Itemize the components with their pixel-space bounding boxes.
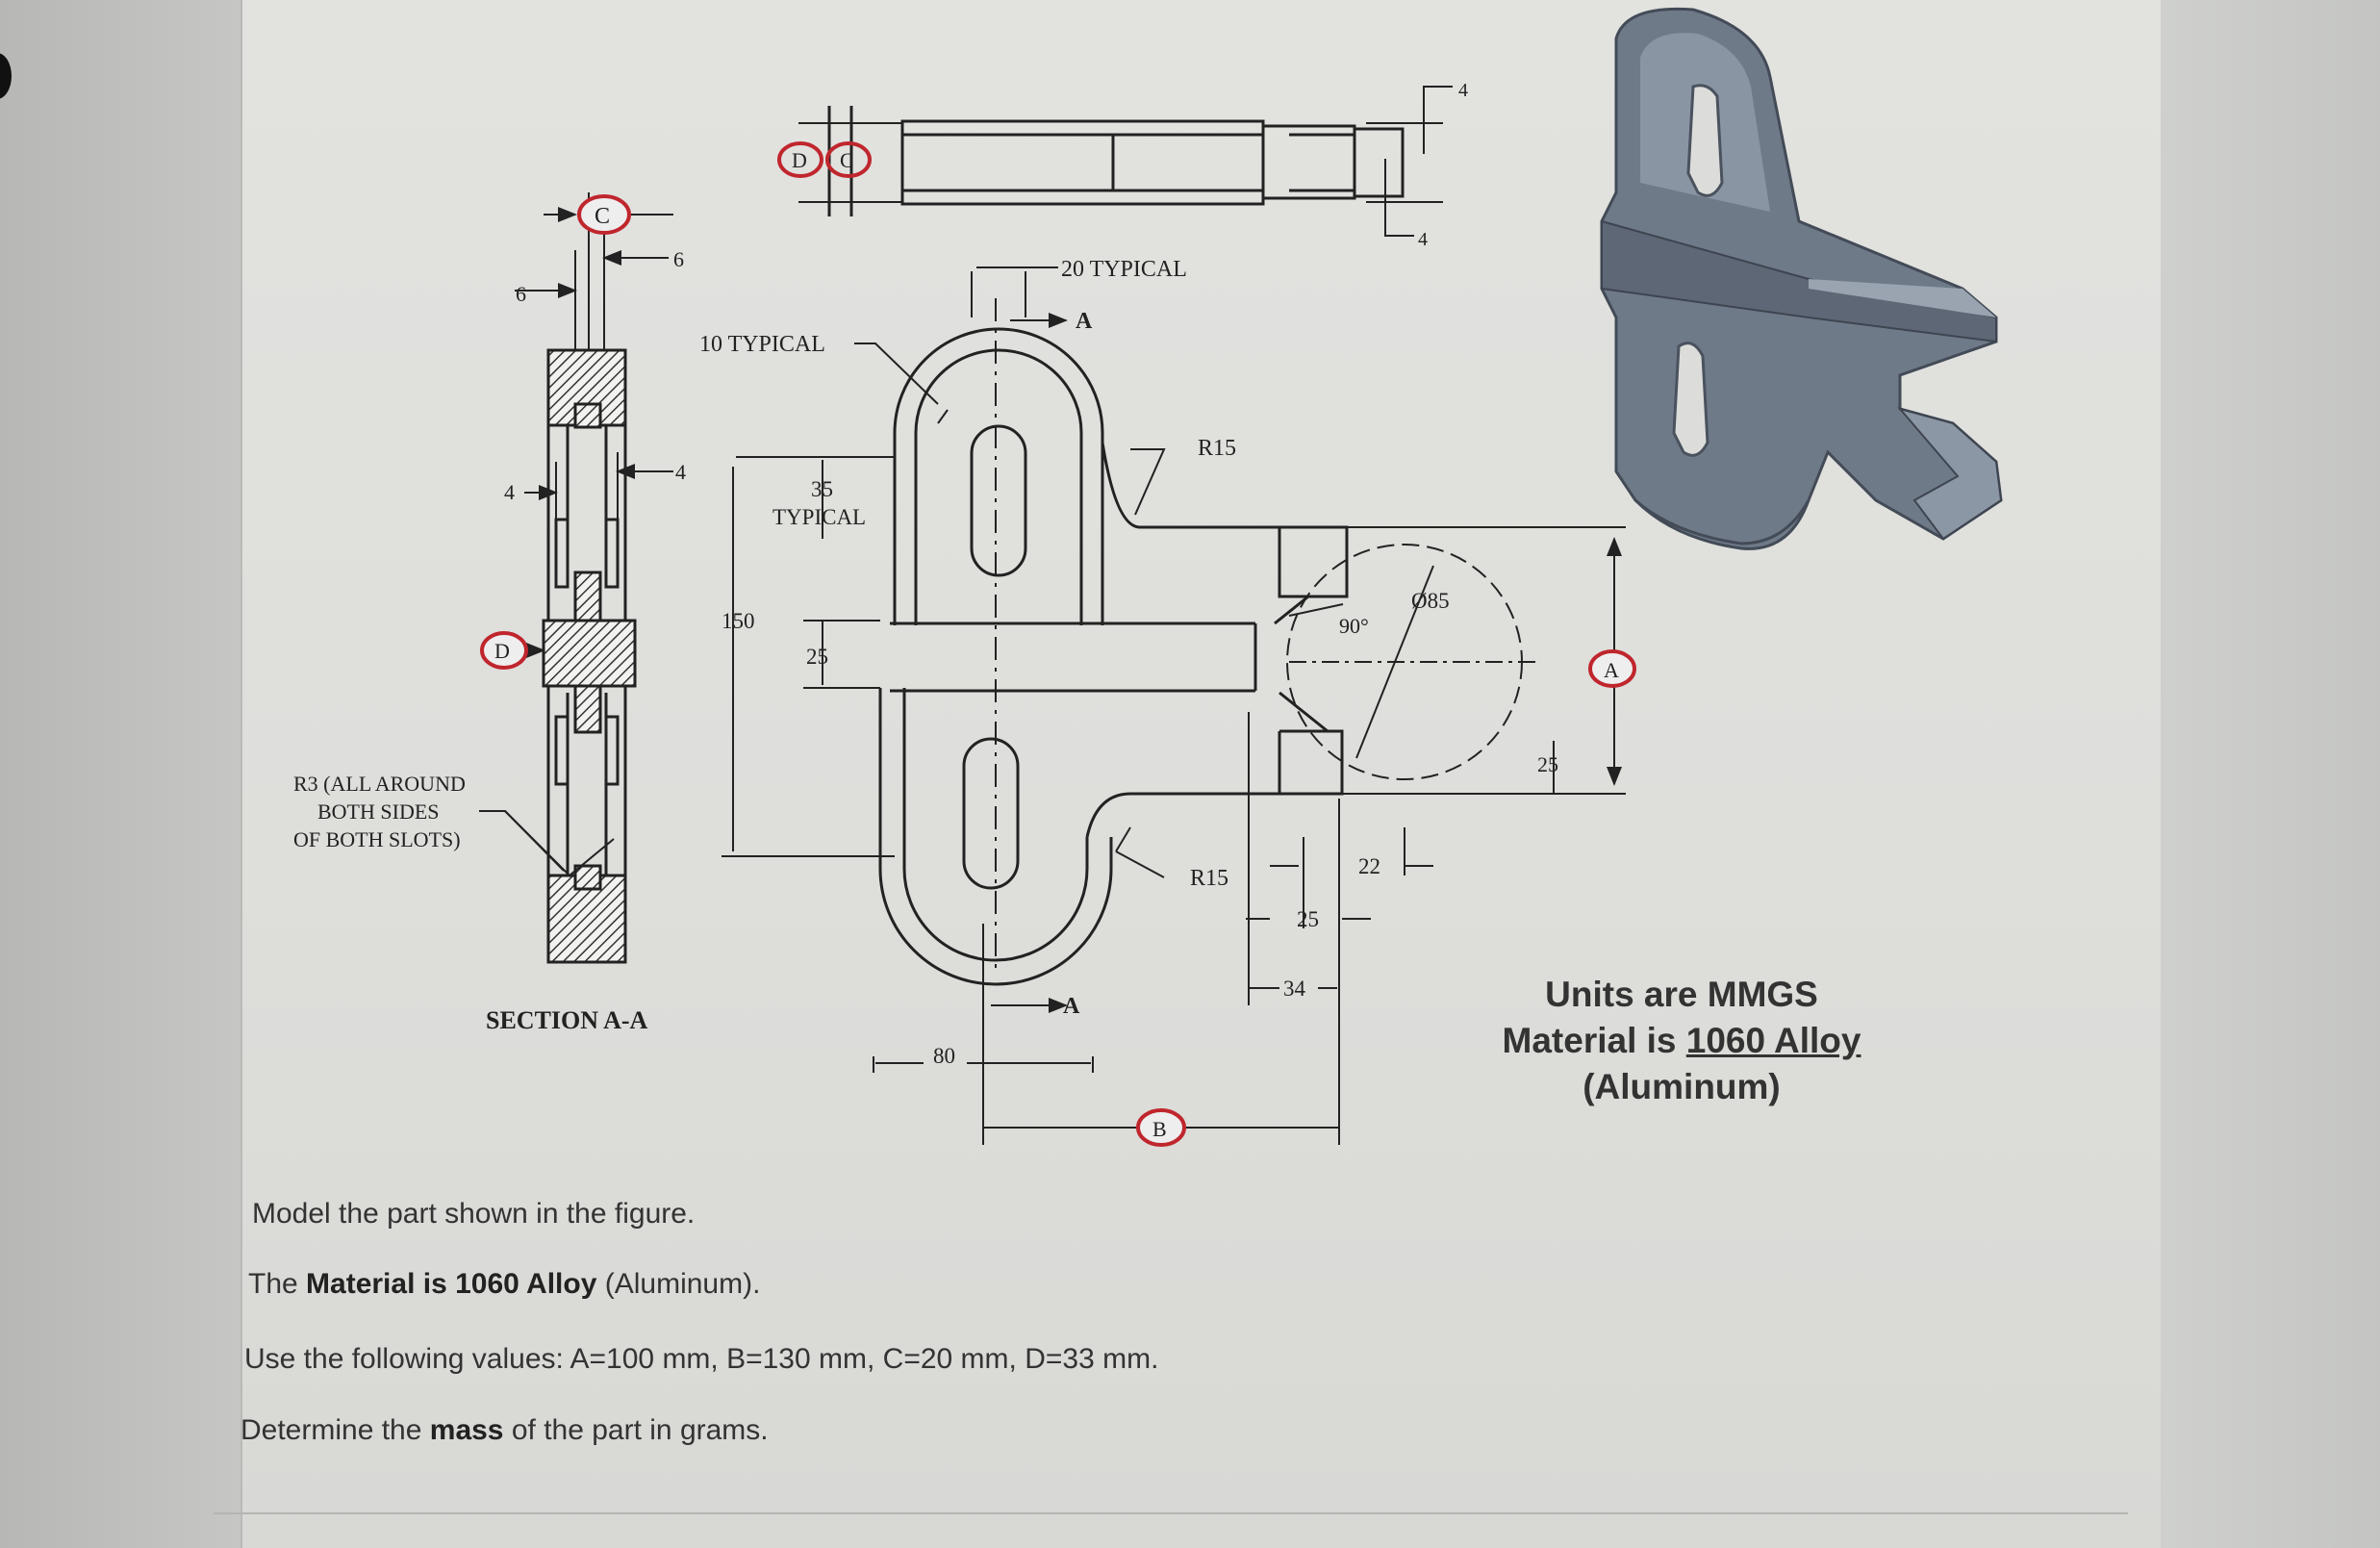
dim-r15-top: R15 xyxy=(1198,436,1236,461)
dim-90: 90° xyxy=(1339,614,1369,638)
dim-6-right: 6 xyxy=(673,247,684,271)
dim-4-bottom: 4 xyxy=(1418,229,1428,250)
callout-a-front: A xyxy=(1588,649,1636,688)
q2-prefix: The xyxy=(248,1268,307,1300)
callout-c-section: C xyxy=(577,194,631,235)
svg-text:D: D xyxy=(792,148,807,172)
dim-150: 150 xyxy=(722,609,755,633)
dim-r15-bottom: R15 xyxy=(1190,866,1228,891)
material-prefix: Material is xyxy=(1502,1021,1686,1060)
callout-c-top: C xyxy=(825,141,872,178)
callout-b-front: B xyxy=(1136,1108,1186,1147)
top-view xyxy=(798,86,1453,237)
q4-suffix: of the part in grams. xyxy=(503,1414,769,1446)
question-line-4: Determine the mass of the part in grams. xyxy=(241,1414,769,1447)
units-line: Units are MMGS xyxy=(1545,975,1818,1014)
dim-typical: TYPICAL xyxy=(772,505,866,529)
dim-80: 80 xyxy=(933,1044,955,1068)
front-view xyxy=(878,298,1539,986)
divider xyxy=(214,1512,2128,1514)
q4-bold: mass xyxy=(429,1414,504,1446)
section-title: SECTION A-A xyxy=(486,1006,648,1034)
question-line-2: The Material is 1060 Alloy (Aluminum). xyxy=(248,1268,760,1301)
svg-text:C: C xyxy=(840,148,854,172)
section-view xyxy=(479,192,673,964)
question-line-3: Use the following values: A=100 mm, B=13… xyxy=(244,1343,1159,1375)
dim-dia85: Ø85 xyxy=(1411,589,1450,613)
svg-text:A: A xyxy=(1604,658,1619,682)
material-suffix: (Aluminum) xyxy=(1582,1067,1781,1106)
dim-10-typical: 10 TYPICAL xyxy=(699,332,825,357)
background-right-strip xyxy=(2161,0,2380,1548)
r3-note-line2: BOTH SIDES xyxy=(317,799,440,824)
dim-25-bottom: 25 xyxy=(1297,907,1319,931)
background-left-strip xyxy=(0,0,241,1548)
svg-text:B: B xyxy=(1152,1117,1167,1141)
dim-22: 22 xyxy=(1358,854,1380,878)
dim-4-top: 4 xyxy=(1458,80,1468,101)
callout-d-section: D xyxy=(480,631,528,670)
callout-d-top: D xyxy=(777,141,823,178)
isometric-3d-model xyxy=(1600,7,2003,550)
section-arrow-a-bottom: A xyxy=(1063,994,1080,1019)
r3-note-line3: OF BOTH SLOTS) xyxy=(293,827,461,851)
dim-25-bar: 25 xyxy=(806,645,828,669)
dim-35: 35 xyxy=(811,477,833,501)
section-arrow-a-top: A xyxy=(1076,309,1093,334)
svg-text:C: C xyxy=(595,204,610,229)
material-line: Material is 1060 Alloy (Aluminum) xyxy=(1412,1018,1951,1110)
q2-bold: Material is 1060 Alloy xyxy=(306,1268,597,1300)
q2-suffix: (Aluminum). xyxy=(596,1268,761,1300)
dim-4-left: 4 xyxy=(504,480,515,504)
units-note: Units are MMGS Material is 1060 Alloy (A… xyxy=(1412,972,1951,1110)
dim-4-right: 4 xyxy=(675,460,686,484)
dim-20-typical: 20 TYPICAL xyxy=(1061,257,1187,282)
q4-prefix: Determine the xyxy=(241,1414,430,1446)
front-view-dimensions xyxy=(722,266,1626,1145)
dim-6-left: 6 xyxy=(516,282,526,306)
question-line-1: Model the part shown in the figure. xyxy=(252,1198,696,1230)
material-name: 1060 Alloy xyxy=(1685,1021,1861,1060)
dim-34: 34 xyxy=(1283,977,1306,1001)
r3-note-line1: R3 (ALL AROUND xyxy=(293,772,466,796)
svg-text:D: D xyxy=(494,639,510,663)
dim-25-right: 25 xyxy=(1537,752,1558,776)
cursor-dot xyxy=(0,53,12,99)
